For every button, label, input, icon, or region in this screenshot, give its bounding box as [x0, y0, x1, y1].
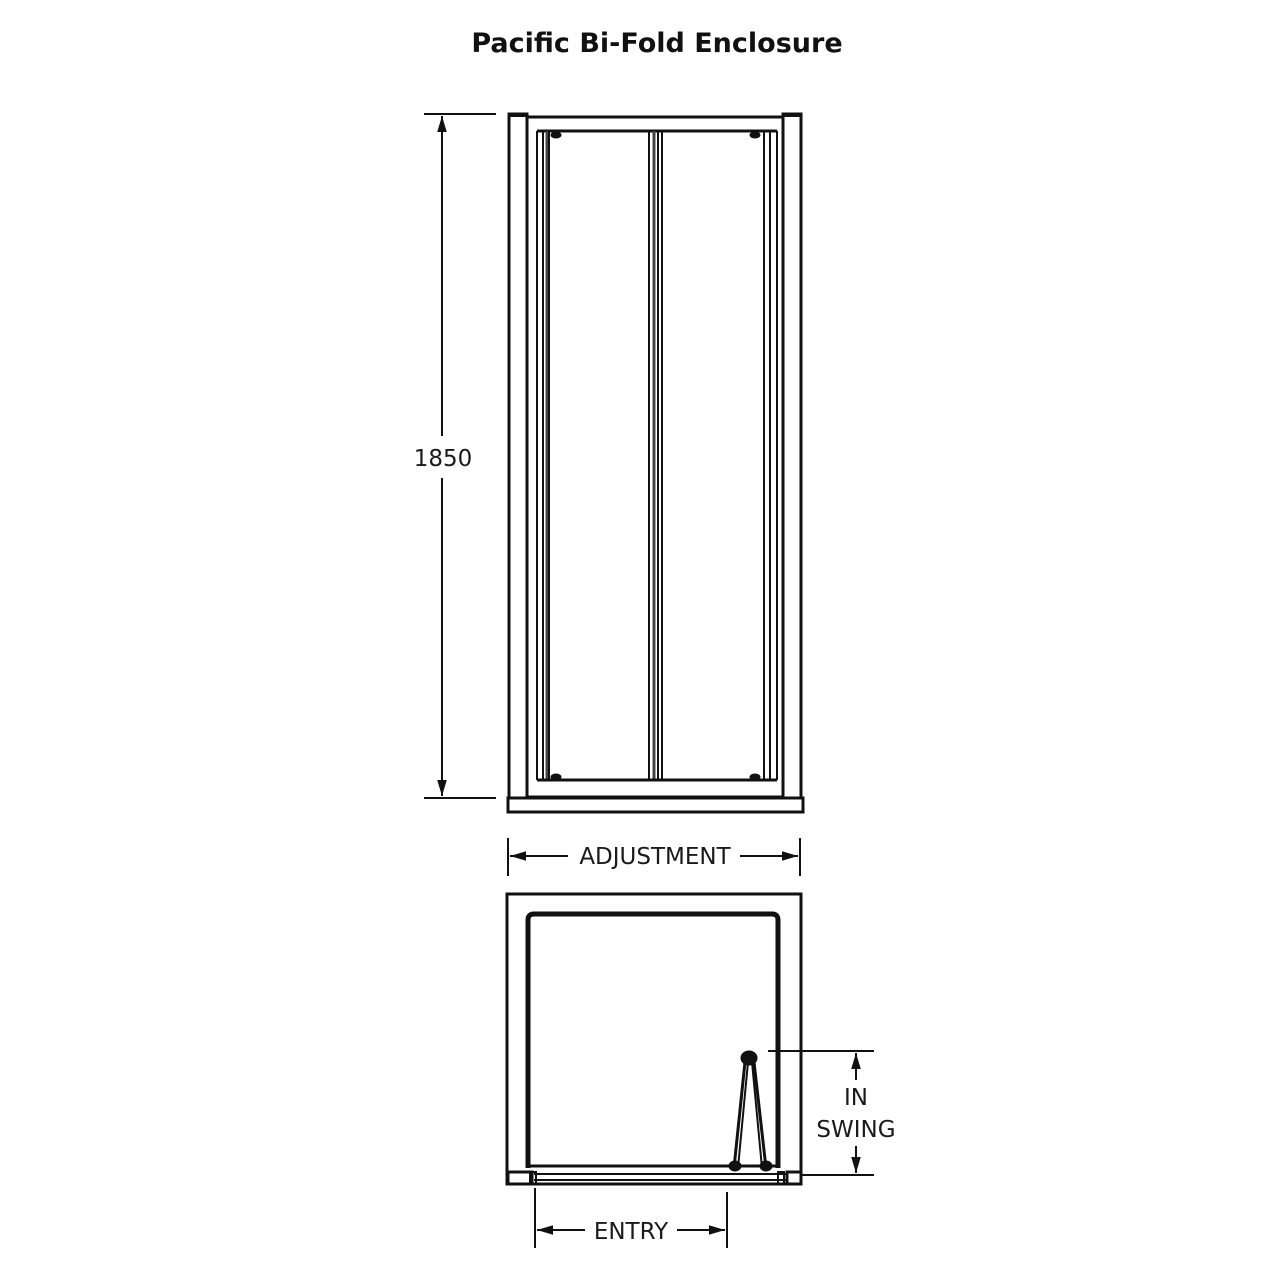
plan-view: [505, 892, 874, 1248]
front-elevation: [424, 112, 805, 814]
entry-dimension: [534, 1188, 728, 1248]
bifold-door-folded: [728, 1050, 773, 1172]
height-dimension-label: 1850: [414, 446, 473, 472]
adjustment-dimension: [507, 838, 801, 876]
height-dimension: [424, 113, 496, 799]
in-swing-label-line2: SWING: [816, 1117, 895, 1143]
plan-inner-basin: [525, 911, 781, 1168]
plan-tray-outline: [505, 892, 803, 1186]
entry-label: ENTRY: [594, 1219, 669, 1245]
diagram-title: Pacific Bi-Fold Enclosure: [471, 28, 843, 59]
right-wall-profile: [781, 112, 803, 800]
in-swing-label-line1: IN: [844, 1085, 868, 1111]
shower-tray: [506, 796, 805, 814]
adjustment-label: ADJUSTMENT: [579, 844, 731, 870]
in-swing-dimension: [768, 1050, 874, 1176]
left-wall-profile: [507, 112, 529, 800]
